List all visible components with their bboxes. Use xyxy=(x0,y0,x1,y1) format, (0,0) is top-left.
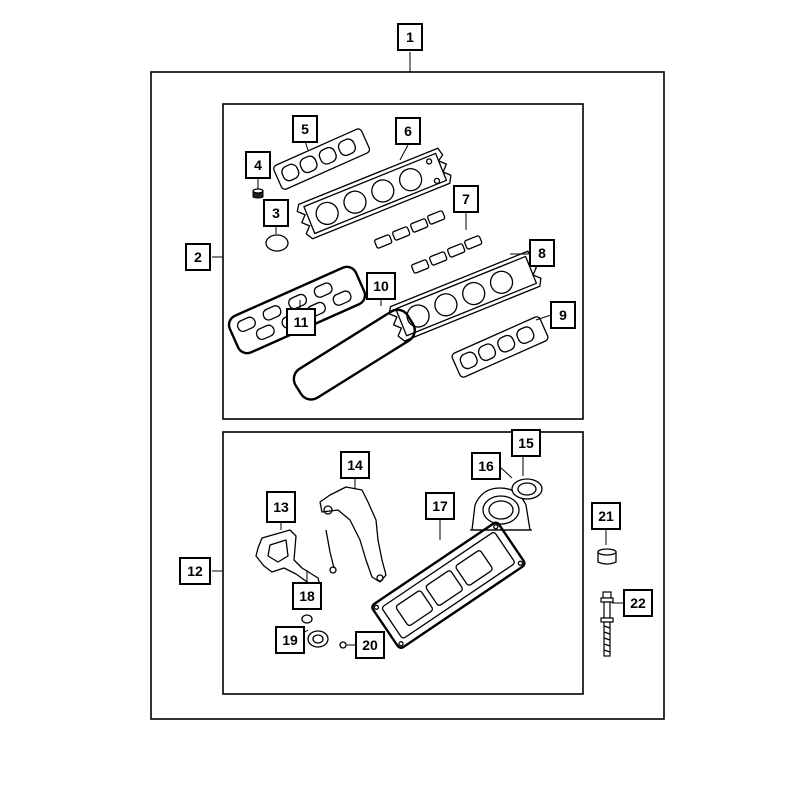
callout-5: 5 xyxy=(292,115,318,143)
o-ring-part-18 xyxy=(301,614,313,624)
callout-6: 6 xyxy=(395,117,421,145)
callout-8-label: 8 xyxy=(538,245,546,261)
callout-21-label: 21 xyxy=(598,508,614,524)
callout-16-label: 16 xyxy=(478,458,494,474)
callout-11-label: 11 xyxy=(294,314,309,330)
callout-3-label: 3 xyxy=(272,205,280,221)
callout-22-label: 22 xyxy=(630,595,646,611)
callout-11: 11 xyxy=(286,308,316,336)
callout-14: 14 xyxy=(340,451,370,479)
callout-20: 20 xyxy=(355,631,385,659)
callout-2: 2 xyxy=(185,243,211,271)
callout-17-label: 17 xyxy=(432,498,448,514)
callout-13: 13 xyxy=(266,491,296,523)
callout-10: 10 xyxy=(366,272,396,300)
exhaust-manifold-gasket-part-5 xyxy=(273,128,371,190)
callout-7: 7 xyxy=(453,185,479,213)
callout-13-label: 13 xyxy=(273,499,289,515)
callout-19: 19 xyxy=(275,626,305,654)
callout-4: 4 xyxy=(245,151,271,179)
callout-22: 22 xyxy=(623,589,653,617)
callout-6-label: 6 xyxy=(404,123,412,139)
callout-12-label: 12 xyxy=(187,563,203,579)
callout-21: 21 xyxy=(591,502,621,530)
callout-5-label: 5 xyxy=(301,121,309,137)
callout-15-label: 15 xyxy=(518,435,534,451)
callout-18-label: 18 xyxy=(299,588,315,604)
callout-19-label: 19 xyxy=(282,632,298,648)
callout-1-label: 1 xyxy=(406,29,414,45)
callout-2-label: 2 xyxy=(194,249,202,265)
callout-15: 15 xyxy=(511,429,541,457)
lower-gasket-set-frame xyxy=(222,431,584,695)
upper-gasket-set-frame xyxy=(222,103,584,420)
timing-cover-gasket-part-14 xyxy=(319,486,387,583)
stud-bolt-part-22 xyxy=(600,591,614,657)
front-crank-seal-part-19 xyxy=(307,630,329,648)
callout-14-label: 14 xyxy=(347,457,363,473)
plug-part-4 xyxy=(252,188,264,199)
callout-4-label: 4 xyxy=(254,157,262,173)
callout-9: 9 xyxy=(550,301,576,329)
callout-7-label: 7 xyxy=(462,191,470,207)
callout-20-label: 20 xyxy=(362,637,378,653)
callout-3: 3 xyxy=(263,199,289,227)
callout-16: 16 xyxy=(471,452,501,480)
o-ring-part-20 xyxy=(339,641,347,649)
rear-main-seal-retainer-part-16 xyxy=(470,487,532,531)
water-pump-gasket-part-13 xyxy=(255,529,321,587)
plug-part-21 xyxy=(597,548,617,565)
oil-pan-gasket-part-17 xyxy=(371,521,526,649)
callout-1: 1 xyxy=(397,23,423,51)
kit-outer-frame xyxy=(150,71,665,720)
cylinder-head-gasket-part-6 xyxy=(296,147,452,240)
rear-main-seal-part-15 xyxy=(511,478,543,500)
callout-17: 17 xyxy=(425,492,455,520)
callout-8: 8 xyxy=(529,239,555,267)
callout-9-label: 9 xyxy=(559,307,567,323)
callout-10-label: 10 xyxy=(373,278,389,294)
callout-12: 12 xyxy=(179,557,211,585)
valve-cover-gasket-part-10 xyxy=(292,308,416,401)
intake-gaskets-part-7 xyxy=(374,210,483,274)
callout-18: 18 xyxy=(292,582,322,610)
o-ring-part-3 xyxy=(265,234,289,252)
exhaust-manifold-gasket-part-9 xyxy=(451,316,549,378)
